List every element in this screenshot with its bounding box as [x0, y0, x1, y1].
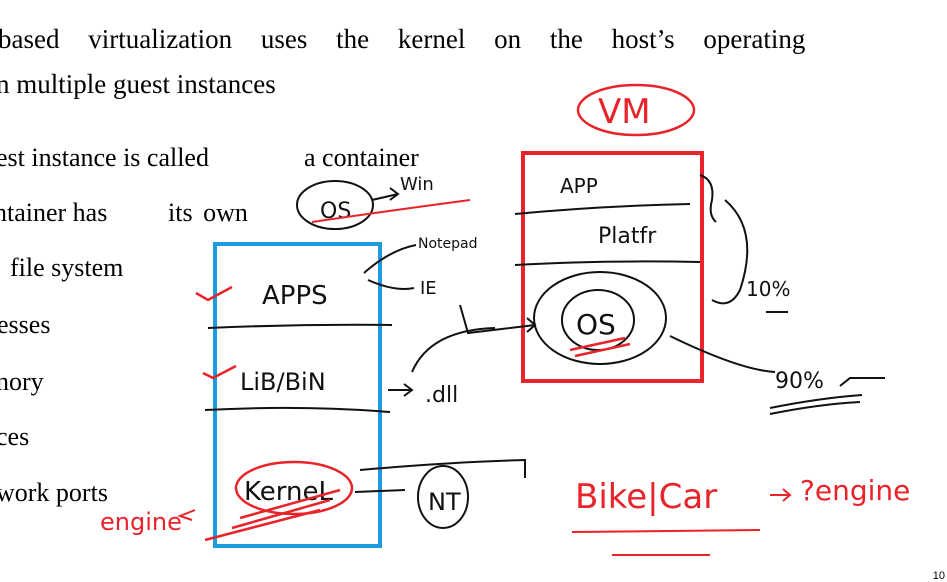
ten-percent-label: 10% — [746, 277, 790, 301]
vm-app-label: APP — [560, 174, 598, 198]
apps-fork — [363, 244, 417, 290]
kernel-to-right-line — [359, 458, 526, 478]
engine-arrow — [770, 488, 792, 502]
os-to-ninety-line — [669, 335, 776, 373]
notepad-label: Notepad — [418, 236, 478, 252]
engine-left-label: engine — [100, 508, 182, 536]
lib-check — [202, 364, 237, 380]
container-line-2 — [204, 406, 391, 413]
vm-platfr-label: Platfr — [598, 224, 657, 249]
engine-right-label: ?engine — [800, 474, 910, 507]
nt-circle — [417, 465, 469, 529]
heading-line-1: based virtualization uses the kernel on … — [0, 24, 806, 54]
vm-brace-1 — [699, 174, 717, 223]
container-line-1 — [207, 323, 393, 329]
kernel-scribble — [204, 488, 341, 542]
bullet-2-tail: its own — [168, 198, 248, 227]
os-win-red-underline — [311, 199, 471, 223]
arrow-to-vm-os — [459, 304, 537, 335]
lib-to-dll-arrow — [388, 383, 414, 397]
kernel-bracket — [177, 509, 196, 521]
kernel-circle — [234, 460, 354, 516]
os-win-arrow — [371, 187, 400, 201]
win-label: Win — [400, 174, 434, 195]
container-lib-label: LiB/BiN — [240, 368, 326, 396]
container-apps-label: APPS — [262, 281, 328, 311]
dll-label: .dll — [425, 383, 458, 408]
kernel-to-nt-arrow — [354, 489, 406, 493]
bullet-1-tail: a container — [304, 143, 419, 172]
ninety-percent-label: 90% — [775, 369, 824, 394]
vm-layer-line-1 — [514, 203, 691, 215]
bullet-2-text: ntainer has — [0, 198, 108, 227]
bullet-1-text: est instance is called — [0, 143, 209, 172]
vm-circle — [576, 83, 696, 137]
vm-box — [521, 151, 704, 383]
vm-layer-line-2 — [514, 260, 701, 266]
vm-label: VM — [598, 92, 651, 132]
ie-label: IE — [420, 278, 437, 299]
bullet-7-text: work ports — [0, 478, 108, 507]
page-number: 10 — [932, 570, 945, 582]
nt-label: NT — [428, 488, 461, 516]
curve-to-dll — [411, 327, 496, 373]
ninety-percent-scribble — [769, 377, 885, 415]
vm-os-label: OS — [576, 308, 616, 341]
bullet-5-text: nory — [0, 367, 44, 396]
bike-car-label: Bike|Car — [575, 477, 717, 517]
bullet-3-text: file system — [10, 253, 124, 282]
vm-os-outer-circle — [533, 271, 667, 365]
apps-check — [195, 285, 233, 302]
bike-car-underline — [571, 529, 761, 556]
container-box — [213, 242, 382, 548]
os-win-circle — [296, 180, 374, 230]
vm-brace-2 — [711, 199, 749, 305]
vm-os-scribble — [569, 336, 631, 358]
bullet-4-text: esses — [0, 310, 51, 339]
bullet-6-text: ces — [0, 422, 30, 451]
heading-line-2: n multiple guest instances — [0, 69, 276, 99]
